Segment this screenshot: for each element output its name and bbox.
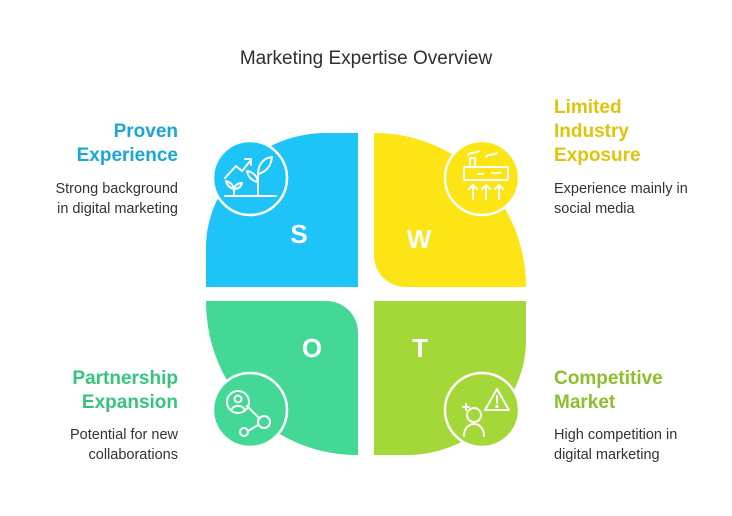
threats-description: High competition in digital marketing xyxy=(554,425,677,465)
threats-icon-circle xyxy=(443,371,521,449)
network-person-icon xyxy=(226,390,271,437)
weaknesses-description: Experience mainly in social media xyxy=(554,179,688,219)
opportunities-heading-line1: Partnership xyxy=(72,368,178,389)
opportunities-description: Potential for new collaborations xyxy=(70,425,178,465)
diagram-title: Marketing Expertise Overview xyxy=(239,48,493,69)
growth-plant-icon xyxy=(224,156,277,197)
opportunities-heading: Partnership Expansion xyxy=(72,367,178,415)
opportunities-desc-line1: Potential for new xyxy=(69,427,178,443)
strengths-heading: Proven Experience xyxy=(77,120,178,168)
weaknesses-letter: W xyxy=(407,224,432,254)
threats-heading: Competitive Market xyxy=(554,367,663,415)
strengths-description: Strong background in digital marketing xyxy=(55,179,178,219)
weaknesses-desc-line2: social media xyxy=(554,201,635,217)
threats-desc-line1: High competition in xyxy=(554,427,678,443)
strengths-letter: S xyxy=(290,219,307,249)
weaknesses-heading-line1: Limited xyxy=(554,97,622,118)
strengths-desc-line1: Strong background xyxy=(55,181,178,197)
weaknesses-icon-circle xyxy=(443,139,521,217)
opportunities-heading-line2: Expansion xyxy=(81,392,178,413)
weaknesses-heading-line2: Industry xyxy=(554,121,629,142)
weaknesses-desc-line1: Experience mainly in xyxy=(554,181,688,197)
threats-heading-line1: Competitive xyxy=(554,368,663,389)
opportunities-petal xyxy=(206,301,358,455)
weaknesses-heading-line3: Exposure xyxy=(554,145,641,166)
weaknesses-heading: Limited Industry Exposure xyxy=(554,96,641,168)
opportunities-desc-line2: collaborations xyxy=(88,447,178,463)
strengths-heading-line1: Proven xyxy=(113,121,178,142)
factory-icon xyxy=(463,150,509,200)
threats-heading-line2: Market xyxy=(554,392,616,413)
threats-letter: T xyxy=(412,333,428,363)
strengths-heading-line2: Experience xyxy=(76,145,178,166)
strengths-desc-line2: in digital marketing xyxy=(57,201,178,217)
threats-desc-line2: digital marketing xyxy=(554,447,660,463)
warning-competitor-icon xyxy=(462,388,510,437)
weaknesses-petal xyxy=(374,133,526,287)
opportunities-letter: O xyxy=(302,333,322,363)
